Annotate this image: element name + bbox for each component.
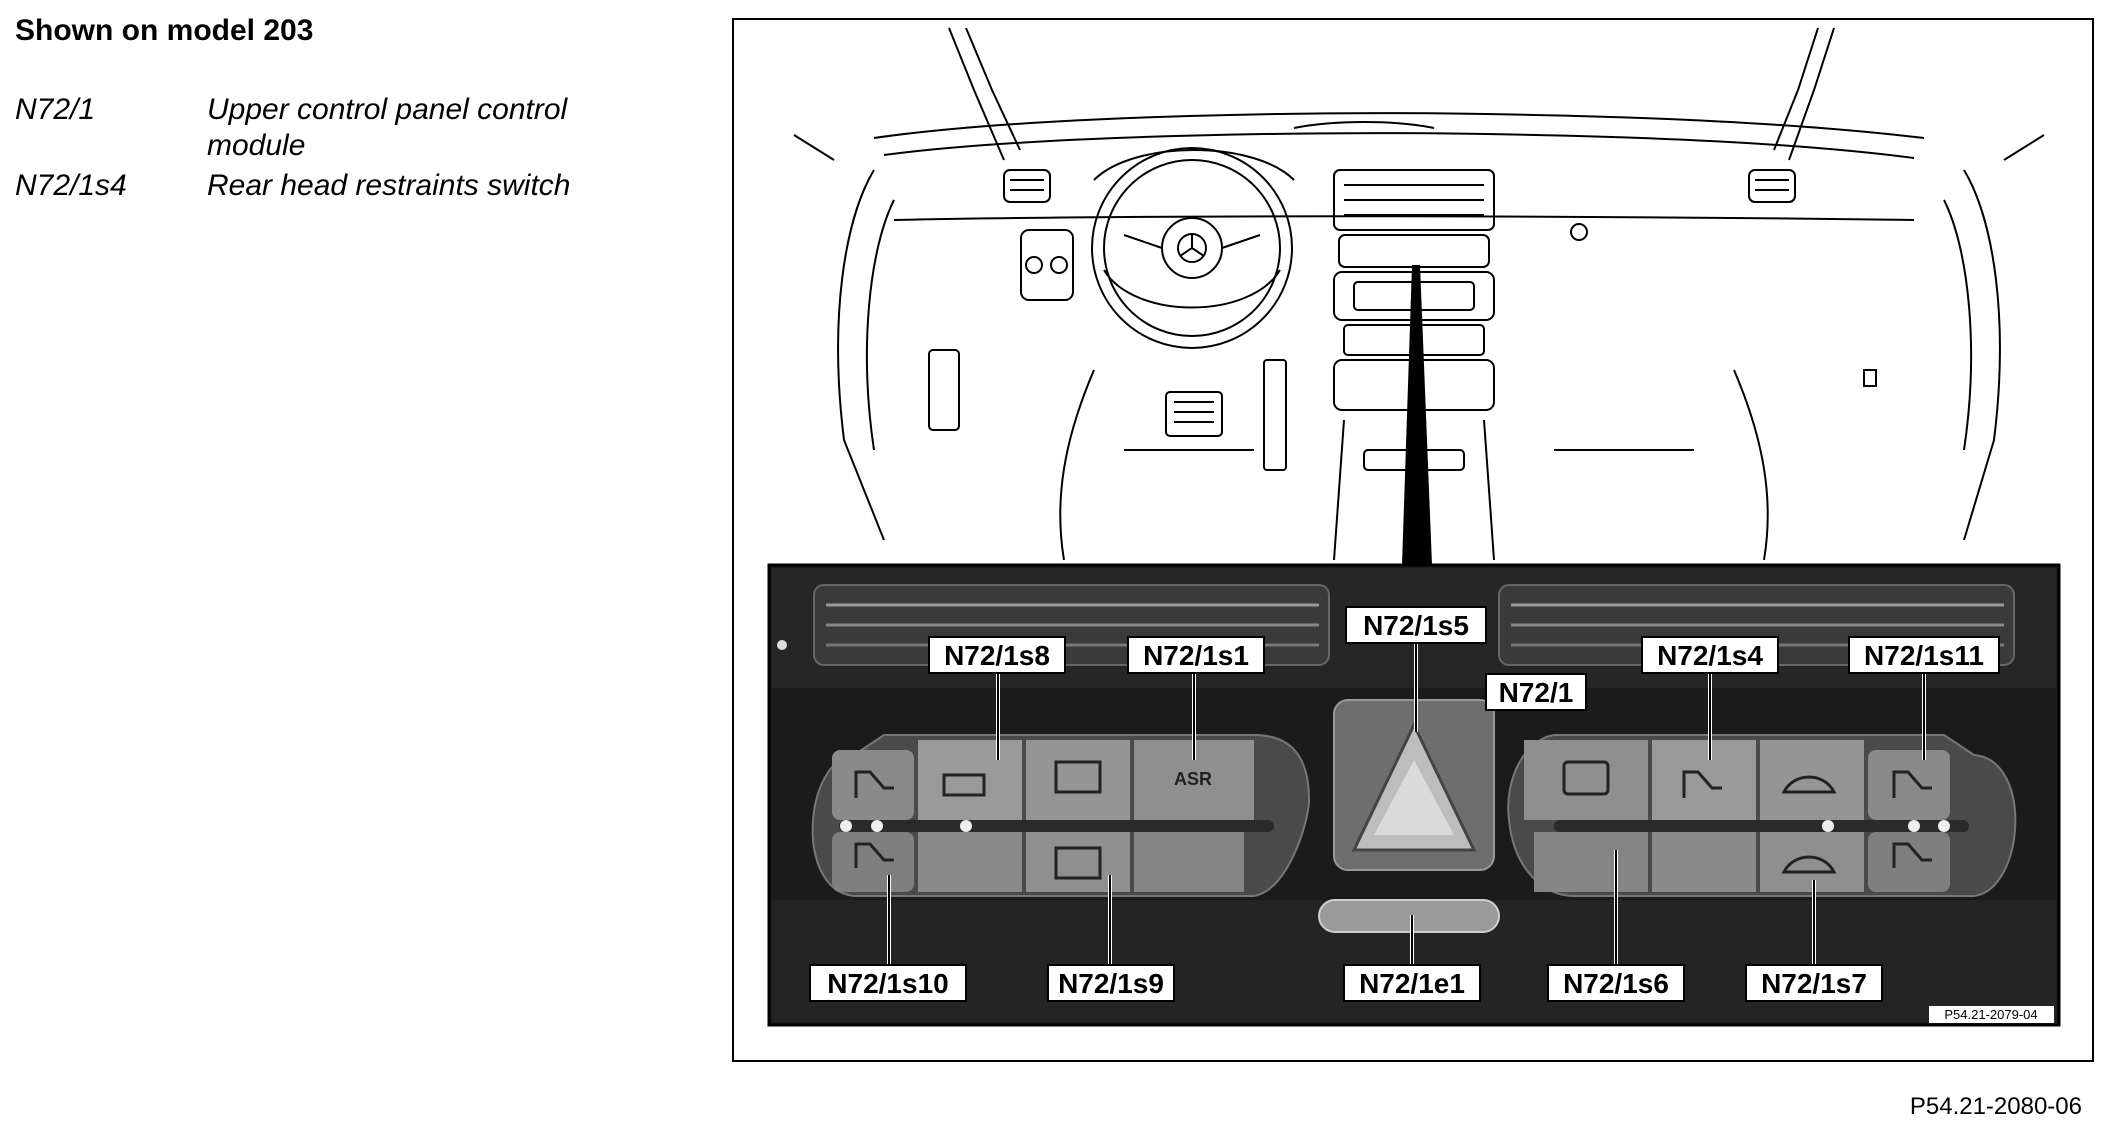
seat-heater-left-button (832, 750, 914, 820)
figure-reference: P54.21-2080-06 (1909, 1093, 2082, 1120)
tow-away-button (1760, 740, 1864, 820)
zoom-wedge (1402, 265, 1432, 565)
legend-row: N72/1 Upper control panel control module (15, 92, 655, 164)
legend-description: Rear head restraints switch (207, 169, 571, 202)
figure-frame: ASR (732, 18, 2094, 1062)
callout-n72-1s6: N72/1s6 (1563, 968, 1669, 999)
callout-n72-1s10: N72/1s10 (827, 968, 948, 999)
photo-reference: P54.21-2079-04 (1944, 1007, 2037, 1022)
legend-code: N72/1s4 (15, 169, 127, 202)
callout-n72-1s5: N72/1s5 (1363, 610, 1469, 641)
callout-n72-1s4: N72/1s4 (1657, 640, 1763, 671)
rear-window-blind-button (1026, 832, 1130, 892)
callout-n72-1s11: N72/1s11 (1864, 640, 1984, 671)
sunshade-button (918, 740, 1022, 820)
dashboard-diagram: ASR (767, 27, 2061, 1027)
seat-heater-right-button (1868, 750, 1950, 820)
legend: N72/1 Upper control panel control module… (15, 92, 655, 208)
callout-n72-1s8: N72/1s8 (944, 640, 1050, 671)
airbag-off-indicator (1318, 899, 1500, 933)
callout-n72-1s9: N72/1s9 (1058, 968, 1164, 999)
callouts: N72/1s8 N72/1s1 N72/1s5 N72/1 N72/1s4 N (809, 606, 2000, 1002)
legend-row: N72/1s4 Rear head restraints switch (15, 168, 655, 204)
door-lock-button (1524, 740, 1648, 820)
legend-code: N72/1 (15, 93, 96, 126)
svg-text:ASR: ASR (1174, 769, 1212, 789)
legend-description: Upper control panel control module (207, 93, 568, 162)
heated-glass-button (1026, 740, 1130, 820)
callout-n72-1s1: N72/1s1 (1143, 640, 1249, 671)
seat-heater-right-lower-button (1868, 832, 1950, 892)
page-heading: Shown on model 203 (15, 14, 314, 47)
callout-n72-1e1: N72/1e1 (1359, 968, 1465, 999)
callout-n72-1s7: N72/1s7 (1761, 968, 1867, 999)
seat-heater-left-lower-button (832, 832, 914, 892)
callout-n72-1: N72/1 (1499, 677, 1574, 708)
